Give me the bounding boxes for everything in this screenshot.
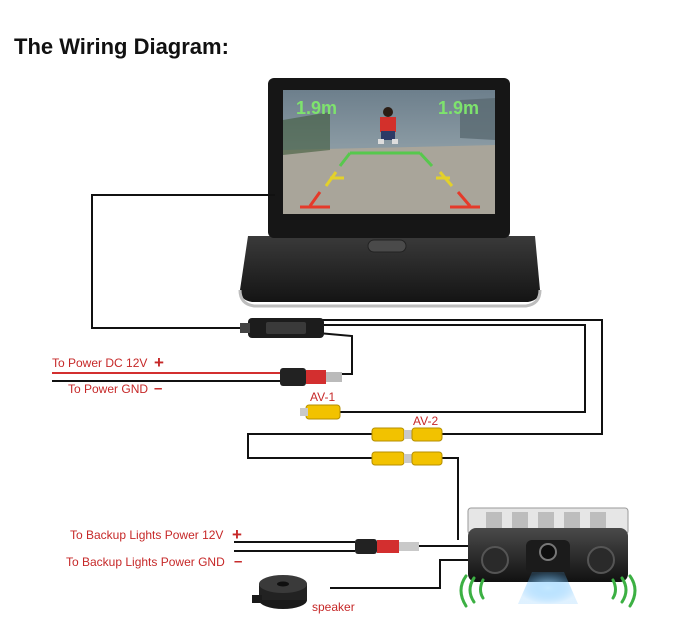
person-figure [378, 107, 398, 144]
page-title: The Wiring Diagram: [14, 34, 229, 59]
label-power-dc: To Power DC 12V [52, 356, 147, 370]
label-backup-power: To Backup Lights Power 12V [70, 528, 223, 542]
distance-left: 1.9m [296, 98, 337, 118]
power-leads [52, 372, 280, 382]
backup-camera [467, 507, 629, 582]
label-av2: AV-2 [413, 414, 438, 428]
label-backup-gnd: To Backup Lights Power GND [66, 555, 225, 569]
label-speaker: speaker [312, 600, 355, 614]
main-connector [240, 318, 324, 338]
label-power-gnd-sign: – [154, 380, 162, 397]
av1-connector [300, 404, 341, 420]
monitor-button [367, 239, 407, 253]
camera-lens [539, 543, 557, 561]
label-power-dc-sign: + [154, 353, 164, 372]
label-power-gnd: To Power GND [68, 382, 148, 396]
monitor-base [240, 236, 540, 302]
label-backup-power-sign: + [232, 525, 242, 544]
backup-power-plug [355, 539, 419, 554]
distance-right: 1.9m [438, 98, 479, 118]
dc-power-plug [280, 368, 342, 386]
speaker-icon [252, 575, 307, 609]
label-backup-gnd-sign: – [234, 553, 242, 570]
sensor-waves-left [459, 574, 485, 608]
sensor-left [481, 546, 509, 574]
monitor: 1.9m 1.9m [238, 78, 542, 308]
camera-view-cone [518, 572, 578, 604]
labels: To Power DC 12V + To Power GND – AV-1 AV… [52, 353, 438, 614]
parking-guidelines [300, 151, 480, 209]
sensor-right [587, 546, 615, 574]
av2-connectors [371, 427, 443, 466]
sensor-waves-right [611, 574, 637, 608]
label-av1: AV-1 [310, 390, 335, 404]
